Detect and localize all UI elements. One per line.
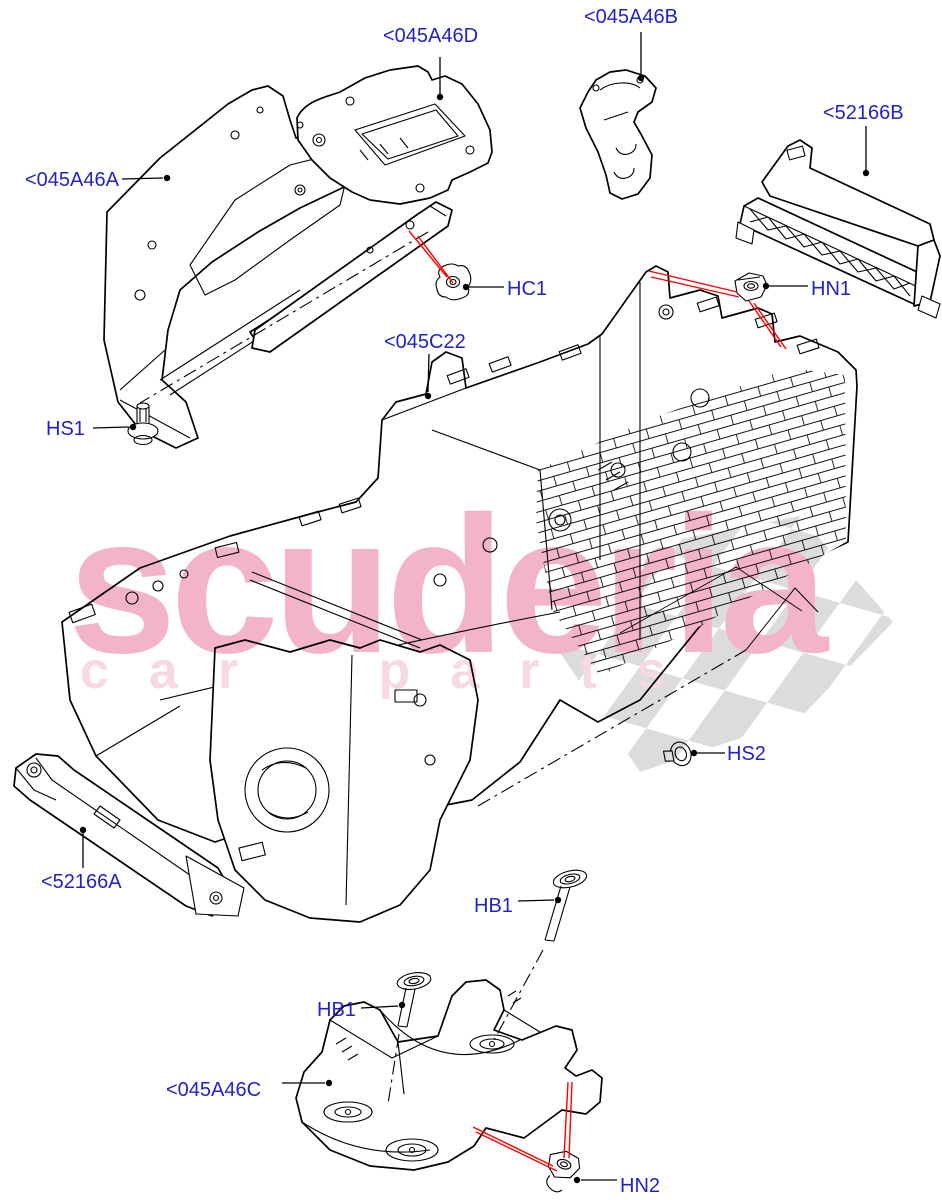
bolt-HB1-lower-drawing — [396, 972, 432, 1028]
part-045A46B-drawing — [579, 69, 657, 200]
callout-HB1-upper[interactable]: HB1 — [474, 895, 513, 917]
callout-045A46C[interactable]: <045A46C — [166, 1079, 262, 1101]
callout-045C22[interactable]: <045C22 — [384, 331, 466, 353]
callout-045A46B[interactable]: <045A46B — [584, 6, 678, 28]
callout-045A46D[interactable]: <045A46D — [383, 25, 479, 47]
callout-HN1[interactable]: HN1 — [811, 278, 852, 300]
callout-leader-lines — [79, 32, 870, 1184]
hatch-marks — [597, 461, 629, 491]
callout-045A46A[interactable]: <045A46A — [25, 169, 119, 191]
bracket-bosses — [323, 1034, 515, 1162]
plate-holes — [296, 96, 475, 193]
nut-HN2-drawing — [546, 1150, 581, 1193]
part-045A46C-drawing — [295, 979, 603, 1171]
nut-HN1-drawing — [734, 272, 768, 302]
console-slots — [68, 296, 820, 624]
part-045A46D-drawing — [296, 65, 493, 205]
callout-HS2[interactable]: HS2 — [727, 743, 766, 765]
screw-HS2-drawing — [662, 741, 692, 767]
red-leader-lines — [408, 230, 787, 1172]
console-front-panel-drawing — [209, 639, 479, 923]
bolt-HB1-upper-drawing — [544, 869, 588, 942]
callout-HC1[interactable]: HC1 — [507, 278, 548, 300]
callout-HN2[interactable]: HN2 — [620, 1175, 661, 1197]
callout-HB1-lower[interactable]: HB1 — [317, 999, 356, 1021]
part-52166B-drawing — [735, 139, 941, 319]
callout-52166B[interactable]: <52166B — [823, 102, 904, 124]
callout-HS1[interactable]: HS1 — [46, 418, 85, 440]
part-52166A-drawing — [13, 753, 245, 917]
callout-52166A[interactable]: <52166A — [41, 871, 122, 893]
